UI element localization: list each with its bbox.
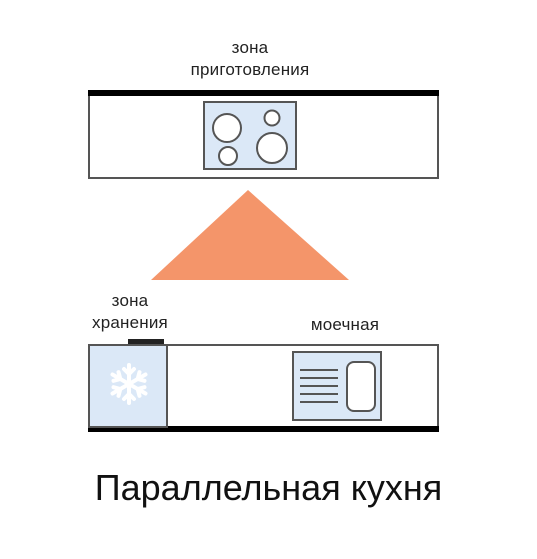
wall-line-bottom	[88, 426, 439, 432]
fridge-icon	[88, 339, 168, 428]
washing-zone-label: моечная	[310, 315, 380, 334]
cooking-zone-label-line1: зона	[231, 38, 269, 57]
cooking-zone-label-line2: приготовления	[190, 60, 310, 79]
snowflake-icon	[110, 363, 148, 405]
cooktop-icon	[203, 101, 297, 170]
sink-icon	[292, 351, 382, 421]
sink-basin	[346, 361, 376, 412]
drainboard	[300, 369, 338, 403]
work-triangle	[151, 190, 349, 280]
cooking-zone-label: зона приготовления	[160, 37, 340, 81]
wall-line-top	[88, 90, 439, 96]
fridge-handle	[128, 339, 164, 344]
storage-zone-label-line2: хранения	[92, 313, 168, 332]
storage-zone-label-line1: зона	[111, 291, 149, 310]
storage-zone-label: зона хранения	[68, 290, 192, 334]
diagram-caption: Параллельная кухня	[94, 467, 443, 508]
